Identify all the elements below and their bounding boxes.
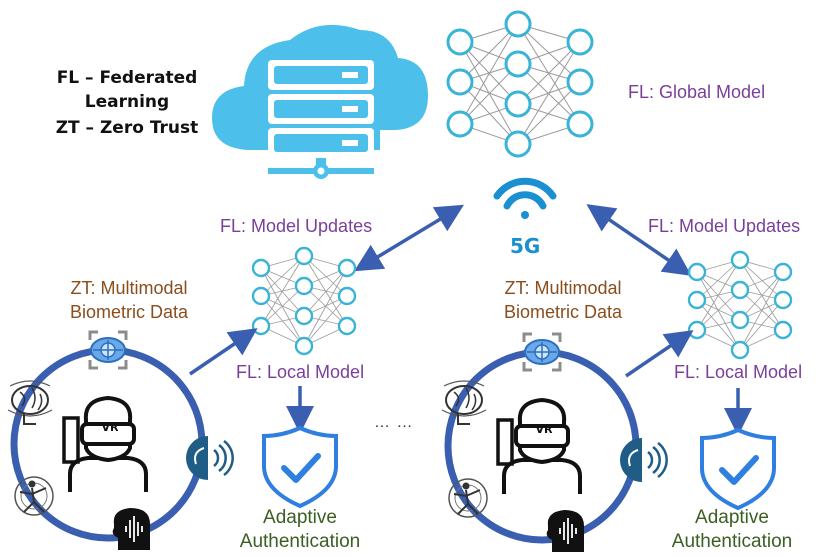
face-scan-icon <box>88 330 128 370</box>
wifi-icon <box>493 177 557 219</box>
network-5g-label: 5G <box>510 234 541 258</box>
head-voice-icon <box>545 509 585 553</box>
vr-user-icon <box>62 396 148 494</box>
ellipsis: … … <box>374 414 414 431</box>
right-model-updates-label: FL: Model Updates <box>648 216 801 236</box>
left-auth-label: Adaptive Authentication <box>210 506 390 554</box>
legend-zt-line: ZT – Zero Trust <box>55 118 199 138</box>
right-upload-arrow <box>625 330 694 378</box>
right-biometric-line2: Biometric Data <box>503 302 623 322</box>
ear-sound-icon <box>184 434 234 482</box>
left-shield-check-icon <box>264 428 336 506</box>
right-auth-line2: Authentication <box>671 531 793 552</box>
right-auth-label: Adaptive Authentication <box>646 506 818 554</box>
left-model-updates-label: FL: Model Updates <box>220 216 373 236</box>
right-biometric-label: ZT: Multimodal Biometric Data <box>468 276 658 324</box>
right-auth-line1: Adaptive <box>695 507 769 528</box>
right-update-arrow <box>586 204 692 276</box>
left-local-network-icon <box>251 246 357 356</box>
left-vr-label: VR <box>102 421 120 434</box>
left-biometric-line2: Biometric Data <box>69 302 189 322</box>
left-update-arrow <box>354 204 464 272</box>
vr-user-icon <box>496 398 582 496</box>
legend-fl-line1: FL – Federated <box>56 68 198 88</box>
brain-icon <box>441 380 487 425</box>
left-biometric-line1: ZT: Multimodal <box>70 278 188 298</box>
left-auth-line2: Authentication <box>239 531 361 552</box>
neural-network-icon <box>446 10 594 158</box>
body-motion-icon <box>14 476 54 516</box>
legend-fl-line2: Learning <box>84 92 170 112</box>
right-biometric-line1: ZT: Multimodal <box>504 278 622 298</box>
right-shield-check-icon <box>702 430 774 508</box>
ear-sound-icon <box>618 436 668 484</box>
cloud-server-icon <box>212 24 428 179</box>
face-scan-icon <box>522 332 562 372</box>
right-local-model-label: FL: Local Model <box>674 362 803 382</box>
body-motion-icon <box>448 478 488 518</box>
head-voice-icon <box>111 507 151 551</box>
left-auth-line1: Adaptive <box>263 507 337 528</box>
global-model-label: FL: Global Model <box>628 82 766 102</box>
left-biometric-label: ZT: Multimodal Biometric Data <box>34 276 224 324</box>
right-local-network-icon <box>687 250 793 360</box>
left-local-model-label: FL: Local Model <box>236 362 365 382</box>
left-upload-arrow <box>189 328 258 376</box>
right-vr-label: VR <box>536 423 554 436</box>
